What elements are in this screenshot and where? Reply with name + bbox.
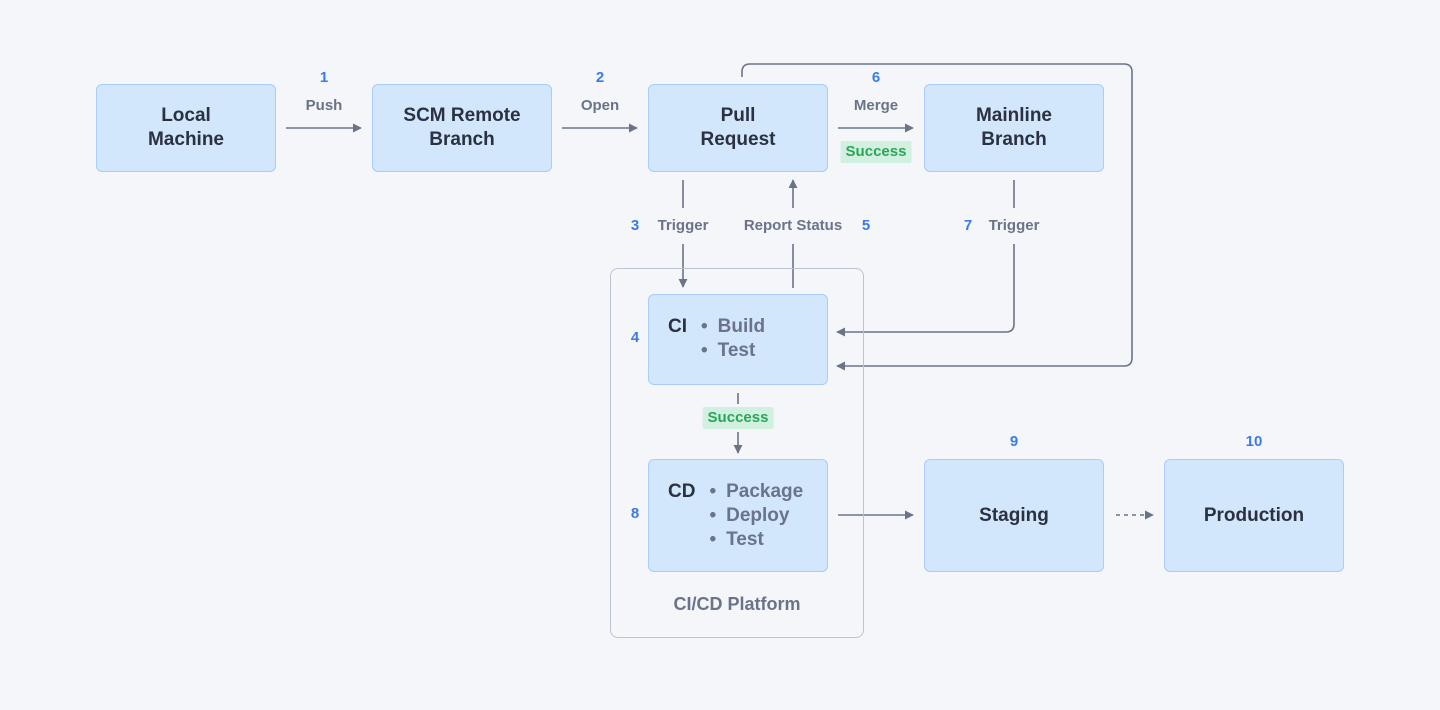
cicd-platform-container xyxy=(610,268,864,638)
pr-loop-arrow xyxy=(741,63,1133,371)
node-label: Staging xyxy=(979,504,1049,526)
node-pull-request: Pull Request xyxy=(648,84,828,172)
cd-items: Package Deploy Test xyxy=(709,480,803,552)
node-ci: CI Build Test xyxy=(648,294,828,385)
ci-items: Build Test xyxy=(701,315,766,363)
cd-item-deploy: Deploy xyxy=(709,504,803,528)
node-label: Local Machine xyxy=(147,105,225,150)
node-mainline-branch: Mainline Branch xyxy=(924,84,1104,172)
node-local-machine: Local Machine xyxy=(96,84,276,172)
edge-label-trigger-mainline: Trigger xyxy=(988,217,1040,234)
trigger-mainline-arrow xyxy=(836,244,1015,337)
edge-label-report-status: Report Status xyxy=(743,217,843,234)
edge-label-trigger-pr: Trigger xyxy=(657,217,709,234)
step-number-10: 10 xyxy=(1245,433,1263,450)
node-staging: Staging xyxy=(924,459,1104,572)
step-number-5: 5 xyxy=(861,217,871,234)
ci-success-badge: Success xyxy=(702,407,774,429)
step-number-1: 1 xyxy=(319,69,329,86)
edge-label-push: Push xyxy=(305,97,343,114)
step-number-6: 6 xyxy=(871,69,881,86)
cd-item-package: Package xyxy=(709,480,803,504)
node-label: Pull Request xyxy=(700,105,776,150)
step-number-8: 8 xyxy=(630,505,640,522)
platform-label: CI/CD Platform xyxy=(673,594,801,614)
node-label: Mainline Branch xyxy=(975,105,1052,150)
step-number-7: 7 xyxy=(963,217,973,234)
ci-item-build: Build xyxy=(701,315,766,339)
ci-abbr: CI xyxy=(668,316,687,337)
node-cd: CD Package Deploy Test xyxy=(648,459,828,572)
edge-label-open: Open xyxy=(580,97,620,114)
node-label: Production xyxy=(1203,504,1305,526)
edge-label-merge: Merge xyxy=(853,97,899,114)
node-scm-remote-branch: SCM Remote Branch xyxy=(372,84,552,172)
node-production: Production xyxy=(1164,459,1344,572)
step-number-4: 4 xyxy=(630,329,640,346)
step-number-2: 2 xyxy=(595,69,605,86)
node-label: SCM Remote Branch xyxy=(403,105,521,150)
cd-abbr: CD xyxy=(668,481,696,502)
step-number-3: 3 xyxy=(630,217,640,234)
ci-item-test: Test xyxy=(701,339,765,363)
step-number-9: 9 xyxy=(1009,433,1019,450)
cd-item-test: Test xyxy=(709,528,803,552)
merge-success-badge: Success xyxy=(840,141,912,163)
